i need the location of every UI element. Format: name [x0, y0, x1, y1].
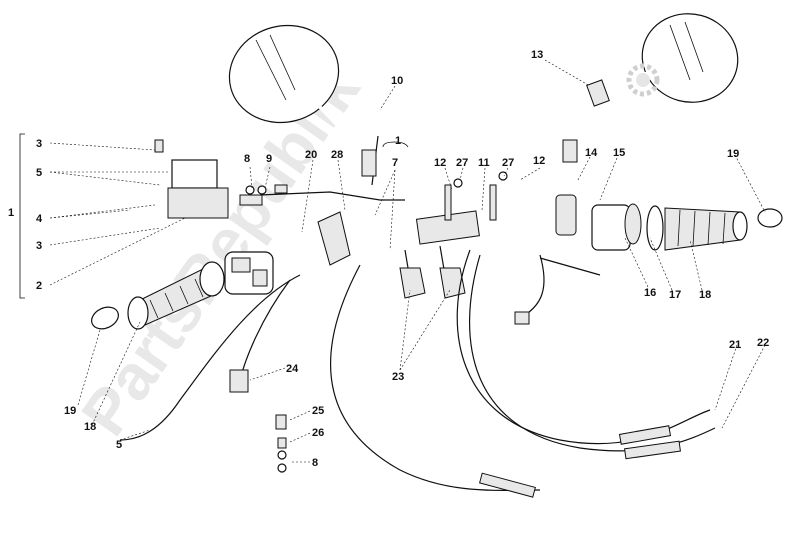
- right-throttle-grip: [555, 194, 783, 251]
- callout-5-top: 5: [36, 167, 42, 179]
- callout-24: 24: [286, 363, 299, 375]
- left-switch: [224, 251, 274, 295]
- callout-14: 14: [585, 147, 598, 159]
- callout-17: 17: [669, 289, 681, 301]
- callout-9: 9: [266, 153, 272, 165]
- banjo-hardware: [275, 414, 287, 473]
- callout-19-right: 19: [727, 148, 739, 160]
- callout-8-top: 8: [244, 153, 250, 165]
- callout-10: 10: [391, 75, 403, 87]
- gear-icon: [626, 63, 660, 97]
- callout-12-left: 12: [434, 157, 446, 169]
- callout-11: 11: [478, 157, 490, 169]
- callout-25: 25: [312, 405, 324, 417]
- callout-1: 1: [8, 207, 14, 219]
- callout-7: 7: [392, 157, 398, 169]
- callout-19-left: 19: [64, 405, 76, 417]
- callout-26: 26: [312, 427, 324, 439]
- brake-master-cylinder: [47, 139, 288, 219]
- left-mirror: [228, 24, 382, 186]
- callout-23: 23: [392, 371, 404, 383]
- callout-18-left: 18: [84, 421, 96, 433]
- callout-2: 2: [36, 280, 42, 292]
- callout-20: 20: [305, 149, 317, 161]
- callout-18-right: 18: [699, 289, 711, 301]
- leader-lines: [19, 59, 766, 463]
- callout-3-bottom: 3: [36, 240, 42, 252]
- callout-16: 16: [644, 287, 656, 299]
- callout-1-group: 1: [395, 135, 401, 147]
- callout-12-right: 12: [533, 155, 545, 167]
- callout-27-right: 27: [502, 157, 514, 169]
- callout-5-bottom: 5: [116, 439, 122, 451]
- callout-22: 22: [757, 337, 769, 349]
- callout-28: 28: [331, 149, 343, 161]
- cables: [119, 191, 716, 498]
- left-grip: [91, 261, 225, 330]
- callout-15: 15: [613, 147, 625, 159]
- callout-labels: 1 1 2 3 3 4 5 5 7 8 8 9 10 11 12 12 13 1…: [8, 49, 769, 469]
- callout-4: 4: [36, 213, 43, 225]
- callout-21: 21: [729, 339, 741, 351]
- callout-3-top: 3: [36, 138, 42, 150]
- callout-27-left: 27: [456, 157, 468, 169]
- callout-8-bottom: 8: [312, 457, 318, 469]
- callout-13: 13: [531, 49, 543, 61]
- right-mirror: [562, 13, 739, 163]
